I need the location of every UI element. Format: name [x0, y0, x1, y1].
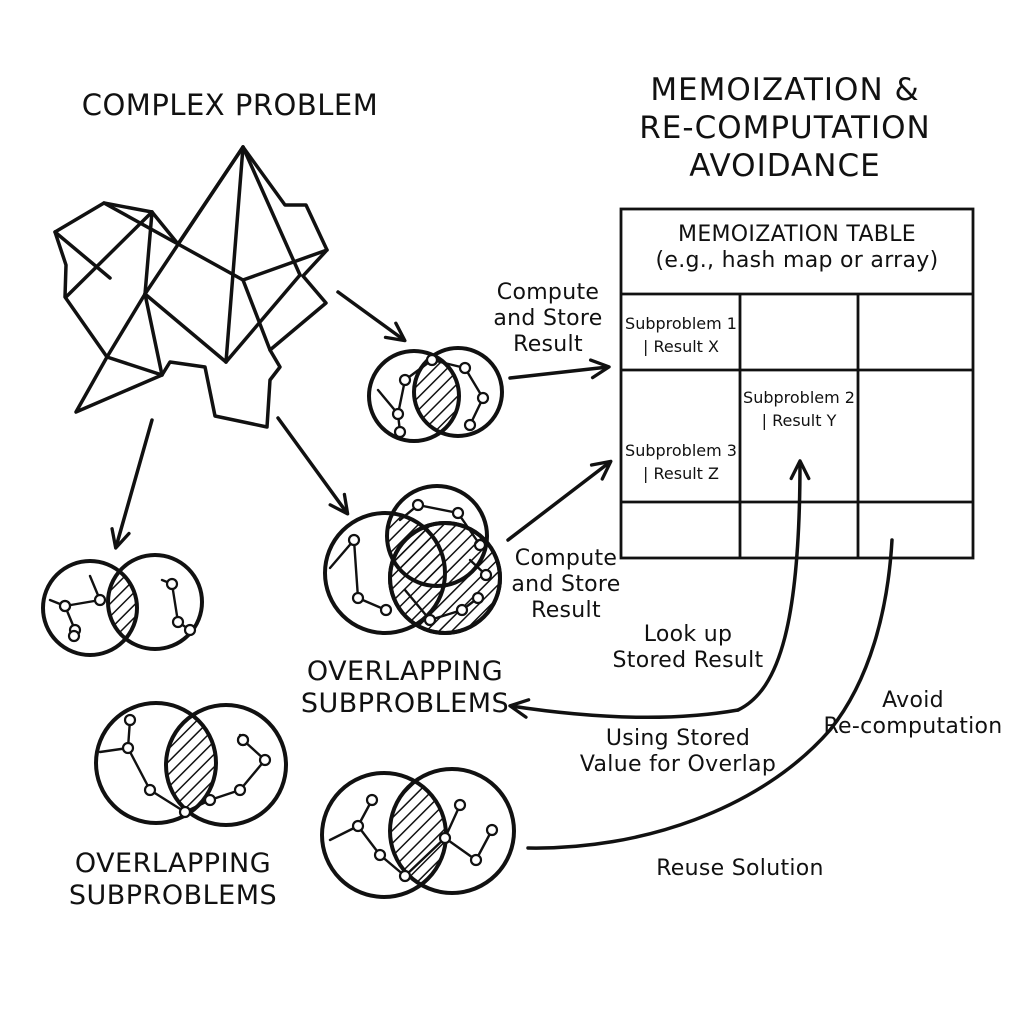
complex-problem-label: COMPLEX PROBLEM: [81, 88, 379, 122]
overlapping-subproblems-label-bottom: OVERLAPPING SUBPROBLEMS: [68, 848, 278, 911]
complex-problem-shape: [53, 145, 329, 429]
look-up-label: Look up Stored Result: [612, 622, 764, 673]
arrow-to-large-circle: [276, 416, 350, 516]
overlap-circles-large-b: [388, 521, 502, 635]
arrow-look-up-up: [736, 459, 811, 712]
reuse-solution-label: Reuse Solution: [656, 856, 824, 881]
table-cell-subproblem-3: Subproblem 3 | Result Z: [625, 441, 737, 484]
main-title: MEMOIZATION & RE-COMPUTATION AVOIDANCE: [639, 72, 931, 184]
table-cell-subproblem-2: Subproblem 2 | Result Y: [743, 388, 855, 431]
table-header: MEMOIZATION TABLE (e.g., hash map or arr…: [655, 222, 939, 273]
compute-store-label-bottom: Compute and Store Result: [511, 546, 621, 623]
arrow-to-middle-circle: [336, 290, 407, 343]
arrow-look-up-left: [508, 698, 740, 719]
overlap-circles-bottom-middle: [320, 767, 516, 899]
memoization-table: [619, 207, 975, 560]
arrow-to-left-circle: [110, 418, 154, 550]
arrow-reuse-curve: [526, 538, 894, 850]
arrow-store-top: [508, 358, 611, 380]
overlapping-subproblems-label-middle: OVERLAPPING SUBPROBLEMS: [300, 656, 510, 719]
arrow-store-bottom: [506, 459, 613, 542]
overlap-circles-top: [367, 346, 504, 443]
overlap-circles-bottom-left: [94, 701, 288, 827]
table-cell-subproblem-1: Subproblem 1 | Result X: [625, 314, 737, 357]
using-stored-label: Using Stored Value for Overlap: [579, 726, 777, 777]
overlap-circles-left: [41, 553, 204, 657]
compute-store-label-top: Compute and Store Result: [493, 280, 603, 357]
avoid-recomputation-label: Avoid Re-computation: [823, 688, 1003, 739]
